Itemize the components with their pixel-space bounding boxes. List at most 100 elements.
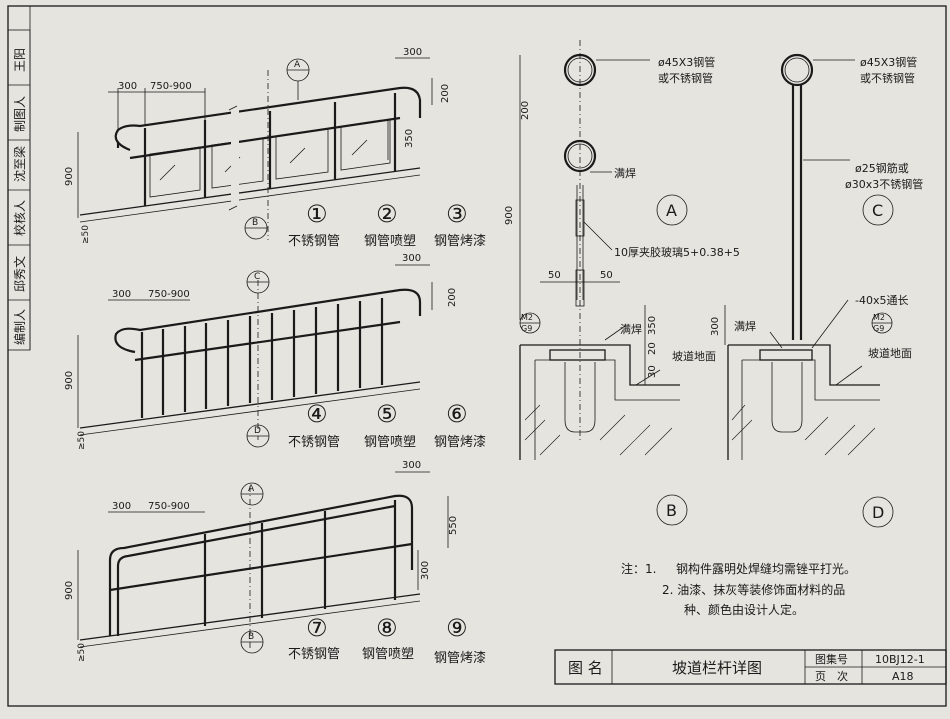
label-7-num: ⑦ [306, 614, 328, 642]
dim-1-200: 200 [440, 84, 451, 103]
secA-dim-200: 200 [520, 101, 531, 120]
title-page-value: A18 [892, 670, 914, 683]
dim-1-span: 750-900 [150, 81, 192, 92]
sidebar-signature-column: 王阳 制图人 沈至梁 校核人 邱秀文 编制人 [7, 29, 31, 351]
secA-glass: 10厚夹胶玻璃5+0.38+5 [614, 245, 740, 259]
dim-1-50: ≥50 [81, 225, 91, 244]
label-1-text: 不锈钢管 [288, 234, 340, 249]
secA-mark: A [666, 201, 677, 220]
dim-3-900: 900 [64, 581, 75, 600]
sidebar-item-2: 沈至梁 [12, 146, 27, 182]
dim-3-300: 300 [112, 501, 131, 512]
secD-mark: D [872, 503, 884, 522]
notes-head: 注：1. [621, 561, 656, 576]
secA-pipe2: 或不锈钢管 [658, 71, 713, 85]
title-set-label: 图集号 [815, 652, 848, 666]
dim-2-top300: 300 [402, 253, 421, 264]
label-4-num: ④ [306, 400, 328, 428]
secB-weld: 满焊 [620, 322, 642, 336]
label-1-num: ① [306, 200, 328, 228]
sidebar-item-1: 制图人 [13, 96, 27, 132]
secB-dim-20: 20 [647, 342, 658, 355]
dim-3-300b: 300 [420, 561, 431, 580]
secD-ref-top: M2 [873, 313, 885, 322]
secD-floor: 坡道地面 [868, 346, 912, 360]
secB-dim-350: 350 [647, 316, 658, 335]
secC-bar: ø25钢筋或 [855, 161, 909, 175]
section-D: -40x5通长 M2 G9 满焊 坡道地面 300 D [710, 294, 912, 528]
secA-dim-900: 900 [504, 206, 515, 225]
marker-2-top: C [254, 272, 260, 282]
secB-dim-30: 30 [647, 365, 658, 378]
label-6-num: ⑥ [446, 400, 468, 428]
secA-dim-50b: 50 [600, 270, 613, 281]
secB-mark: B [666, 501, 677, 520]
dim-3-span: 750-900 [148, 501, 190, 512]
notes-line3: 种、颜色由设计人定。 [684, 602, 804, 617]
section-A: 200 900 50 50 ø45X3钢管 或不锈钢管 满焊 10厚夹胶玻璃5+… [504, 40, 740, 440]
label-2-text: 钢管喷塑 [364, 234, 416, 249]
marker-3-top: A [248, 484, 255, 494]
notes-line2: 2. 油漆、抹灰等装修饰面材料的品 [662, 582, 845, 597]
sheet-border [7, 5, 947, 707]
sidebar-item-3: 校核人 [12, 200, 27, 236]
secD-plate: -40x5通长 [855, 294, 908, 307]
label-9-text: 钢管烤漆 [434, 650, 486, 666]
sidebar-item-5: 编制人 [12, 309, 27, 345]
label-6-text: 钢管烤漆 [434, 434, 486, 450]
secA-dim-50a: 50 [548, 270, 561, 281]
secC-mark: C [872, 201, 883, 220]
railing-elevation-2: 300 750-900 300 200 900 ≥50 C D [64, 253, 458, 450]
secC-bar2: ø30x3不锈钢管 [845, 177, 923, 191]
marker-3-bot: B [248, 632, 254, 642]
title-name-label: 图 名 [568, 659, 603, 677]
secA-pipe: ø45X3钢管 [658, 55, 715, 69]
labels-row-2: ④ 不锈钢管 ⑤ 钢管喷塑 ⑥ 钢管烤漆 [288, 400, 486, 450]
dim-1-300: 300 [118, 81, 137, 92]
marker-1-top: A [294, 60, 301, 70]
sidebar-item-4: 邱秀文 [12, 256, 27, 292]
secD-dim-300: 300 [710, 317, 721, 336]
label-3-num: ③ [446, 200, 468, 228]
label-5-text: 钢管喷塑 [364, 435, 416, 450]
secC-pipe2: 或不锈钢管 [860, 71, 915, 85]
dim-2-200: 200 [447, 288, 458, 307]
title-name: 坡道栏杆详图 [672, 659, 762, 677]
dim-1-350: 350 [404, 129, 415, 148]
dim-3-50: ≥50 [77, 643, 87, 662]
secB-ref-top: M2 [521, 313, 533, 322]
secD-ref-bot: G9 [873, 324, 884, 333]
label-3-text: 钢管烤漆 [434, 233, 486, 249]
dim-3-550: 550 [448, 516, 459, 535]
railing-elevation-1: 300 750-900 300 200 350 900 ≥50 A B [64, 47, 451, 244]
railing-elevation-3: 300 750-900 300 550 300 900 ≥50 A B [64, 460, 459, 662]
marker-1-bot: B [252, 218, 258, 228]
label-4-text: 不锈钢管 [288, 435, 340, 450]
dim-1-900: 900 [64, 167, 75, 186]
label-2-num: ② [376, 200, 398, 228]
notes: 注：1. 钢构件露明处焊缝均需锉平打光。 2. 油漆、抹灰等装修饰面材料的品 种… [621, 561, 856, 617]
label-5-num: ⑤ [376, 400, 398, 428]
label-8-num: ⑧ [376, 614, 398, 642]
secD-weld: 满焊 [734, 319, 756, 333]
dim-1-top300: 300 [403, 47, 422, 58]
notes-line1: 钢构件露明处焊缝均需锉平打光。 [676, 561, 856, 576]
dim-2-50: ≥50 [77, 431, 87, 450]
dim-3-top300: 300 [402, 460, 421, 471]
labels-row-1: ① 不锈钢管 ② 钢管喷塑 ③ 钢管烤漆 [288, 200, 486, 249]
title-block: 图 名 坡道栏杆详图 图集号 10BJ12-1 页 次 A18 [554, 649, 947, 685]
dim-2-span: 750-900 [148, 289, 190, 300]
secB-floor: 坡道地面 [672, 349, 716, 363]
title-page-label: 页 次 [815, 669, 848, 683]
label-7-text: 不锈钢管 [288, 647, 340, 662]
label-9-num: ⑨ [446, 614, 468, 642]
marker-2-bot: D [254, 426, 261, 436]
title-set-value: 10BJ12-1 [875, 653, 925, 666]
section-B: M2 G9 满焊 坡道地面 350 20 30 B [519, 305, 716, 526]
secA-weld: 满焊 [614, 166, 636, 180]
secC-pipe: ø45X3钢管 [860, 55, 917, 69]
label-8-text: 钢管喷塑 [362, 647, 414, 662]
dim-2-900: 900 [64, 371, 75, 390]
